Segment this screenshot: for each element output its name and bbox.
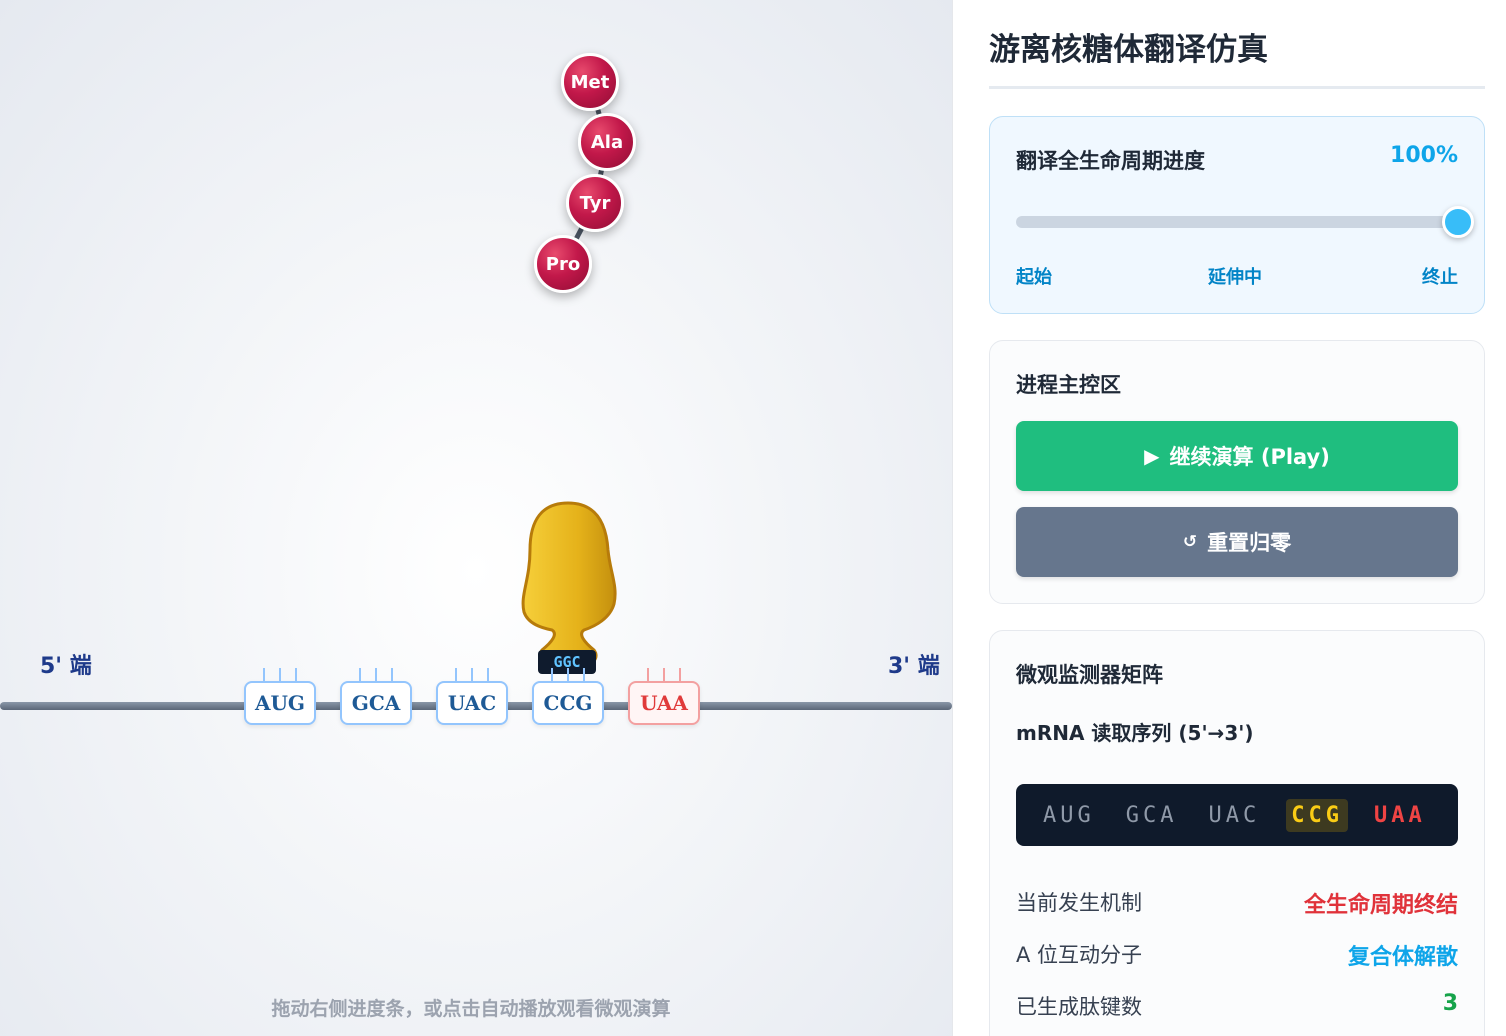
monitor-card: 微观监测器矩阵 mRNA 读取序列 (5'→3') AUG GCA UAC CC… [989, 630, 1485, 1036]
stage-termination: 终止 [1422, 267, 1458, 288]
amino-acid-ala: Ala [578, 113, 636, 171]
stage-elongation: 延伸中 [1208, 267, 1262, 288]
sequence-codon-current: CCG [1286, 798, 1348, 832]
progress-card: 翻译全生命周期进度 100% 起始 延伸中 终止 [989, 116, 1485, 314]
reset-button-label: 重置归零 [1207, 531, 1292, 555]
amino-acid-tyr: Tyr [566, 174, 624, 232]
codon-label: GCA [351, 691, 401, 715]
stage-initiation: 起始 [1016, 267, 1052, 288]
play-button-label: 继续演算 (Play) [1169, 445, 1330, 469]
codon-uac: UAC [436, 668, 508, 725]
progress-value: 100% [1390, 143, 1458, 168]
sequence-codon: UAC [1208, 802, 1261, 828]
reset-button[interactable]: ↺ 重置归零 [1016, 507, 1458, 577]
codon-ccg: CCG [532, 668, 604, 725]
stat-label-a-site: A 位互动分子 [1016, 943, 1143, 967]
title-divider [989, 86, 1485, 89]
codon-label: UAC [447, 691, 497, 715]
progress-slider-track[interactable] [1016, 216, 1458, 228]
instruction-hint: 拖动右侧进度条，或点击自动播放观看微观演算 [271, 998, 671, 1020]
codon-label: UAA [640, 691, 688, 715]
stop-codon-uaa: UAA [628, 668, 700, 725]
panel-title: 游离核糖体翻译仿真 [989, 32, 1268, 68]
sequence-display: AUG GCA UAC CCG UAA [1016, 784, 1458, 846]
stat-value-a-site: 复合体解散 [1347, 945, 1458, 970]
stat-value-mechanism: 全生命周期终结 [1303, 893, 1458, 918]
codon-gca: GCA [340, 668, 412, 725]
progress-label: 翻译全生命周期进度 [1016, 149, 1205, 173]
five-prime-label: 5' 端 [40, 654, 92, 679]
codon-label: CCG [543, 691, 593, 715]
codon-aug: AUG [244, 668, 316, 725]
sequence-codon-stop: UAA [1374, 802, 1426, 828]
play-button[interactable]: ▶ 继续演算 (Play) [1016, 421, 1458, 491]
control-card: 进程主控区 ▶ 继续演算 (Play) ↺ 重置归零 [989, 340, 1485, 604]
amino-acid-met: Met [561, 53, 619, 111]
sequence-codon: GCA [1125, 802, 1178, 828]
progress-slider-thumb[interactable] [1442, 206, 1474, 238]
sequence-codon: AUG [1043, 802, 1095, 828]
three-prime-label: 3' 端 [888, 654, 940, 679]
stat-value-peptide-bonds: 3 [1442, 991, 1458, 1016]
codon-label: AUG [254, 691, 306, 715]
control-label: 进程主控区 [1016, 373, 1121, 397]
stat-label-peptide-bonds: 已生成肽键数 [1016, 995, 1142, 1019]
simulation-canvas: Met Ala Tyr Pro 5' 端 3' 端 GGC AUG GCA UA… [0, 0, 952, 1036]
reset-icon: ↺ [1182, 532, 1198, 552]
peptide-bonds [560, 81, 610, 266]
stat-label-mechanism: 当前发生机制 [1016, 891, 1142, 915]
sequence-caption: mRNA 读取序列 (5'→3') [1016, 721, 1254, 745]
monitor-label: 微观监测器矩阵 [1016, 663, 1163, 687]
play-icon: ▶ [1144, 444, 1160, 468]
control-panel: 游离核糖体翻译仿真 翻译全生命周期进度 100% 起始 延伸中 终止 进程主控区… [952, 0, 1506, 1036]
amino-acid-pro: Pro [534, 235, 592, 293]
